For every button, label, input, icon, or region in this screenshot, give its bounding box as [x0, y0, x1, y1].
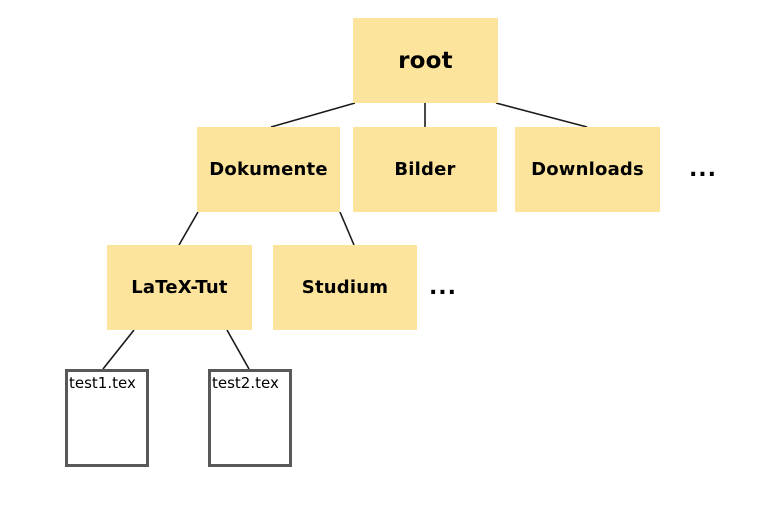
folder-label-bilder: Bilder	[394, 159, 456, 180]
tree-edge-root-to-downloads	[495, 102, 588, 128]
folder-node-dokumente: Dokumente	[197, 127, 340, 212]
folder-node-latex-tut: LaTeX-Tut	[107, 245, 252, 330]
tree-edge-dokumente-to-studium	[339, 211, 355, 246]
folder-node-bilder: Bilder	[353, 127, 497, 212]
ellipsis-label: ...	[688, 157, 718, 182]
tree-edge-latex-tut-to-test1-tex	[102, 329, 135, 370]
tree-edge-dokumente-to-latex-tut	[178, 211, 199, 246]
folder-label-root: root	[398, 47, 453, 74]
folder-label-downloads: Downloads	[531, 159, 644, 180]
ellipsis-more-row3: ...	[425, 245, 461, 330]
tree-edge-latex-tut-to-test2-tex	[226, 329, 250, 370]
folder-label-dokumente: Dokumente	[209, 159, 328, 180]
folder-node-studium: Studium	[273, 245, 417, 330]
folder-node-root: root	[353, 18, 498, 103]
tree-edge-root-to-dokumente	[270, 102, 356, 128]
file-label-test2-tex: test2.tex	[212, 374, 279, 392]
folder-label-latex-tut: LaTeX-Tut	[131, 277, 228, 298]
ellipsis-label: ...	[428, 275, 458, 300]
file-node-test2-tex: test2.tex	[208, 369, 292, 467]
folder-node-downloads: Downloads	[515, 127, 660, 212]
file-node-test1-tex: test1.tex	[65, 369, 149, 467]
folder-label-studium: Studium	[301, 277, 389, 298]
ellipsis-more-row2: ...	[685, 127, 721, 212]
file-label-test1-tex: test1.tex	[69, 374, 136, 392]
